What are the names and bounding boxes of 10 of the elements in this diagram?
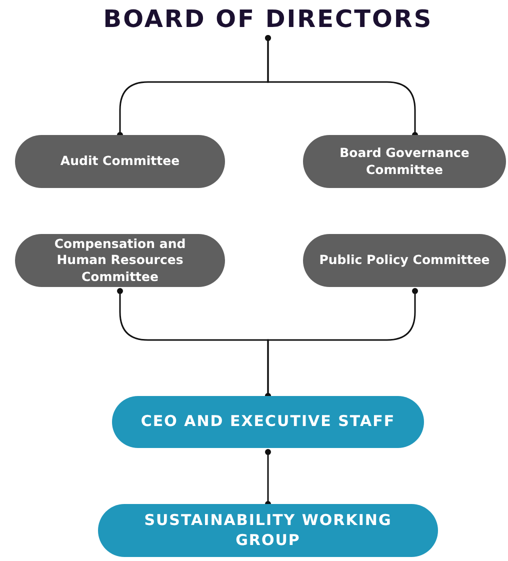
connector-line <box>265 288 418 399</box>
committee-pill: Board Governance Committee <box>303 135 506 188</box>
connector-line <box>265 35 418 138</box>
connector-line <box>265 449 271 507</box>
board-heading: BOARD OF DIRECTORS <box>103 4 433 34</box>
executive-pill: CEO AND EXECUTIVE STAFF <box>112 396 424 448</box>
committee-pill: Public Policy Committee <box>303 234 506 287</box>
committee-pill: Audit Committee <box>15 135 225 188</box>
executive-pill: SUSTAINABILITY WORKING GROUP <box>98 504 438 557</box>
committee-pill: Compensation and Human Resources Committee <box>15 234 225 287</box>
